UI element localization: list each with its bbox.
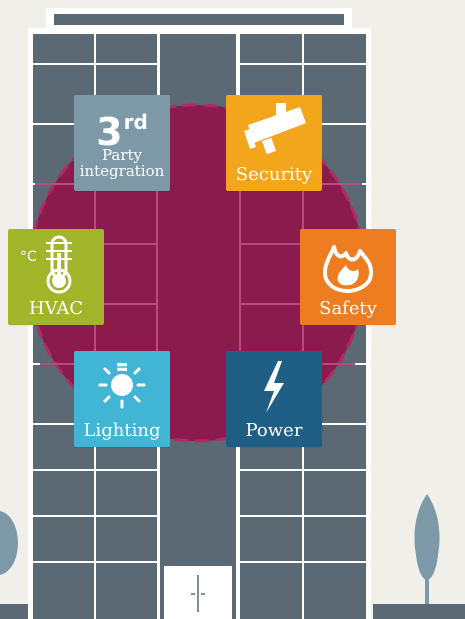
tile-safety[interactable]: Safety — [300, 229, 396, 325]
hvac-label: HVAC — [28, 298, 84, 319]
hvac-unit-label: °C — [20, 249, 37, 265]
tile-third-party-integration[interactable]: 3rd Party integration — [74, 95, 170, 191]
tree-right — [414, 494, 440, 604]
bush-left — [0, 511, 18, 575]
tile-power[interactable]: Power — [226, 351, 322, 447]
ground-left — [0, 604, 30, 619]
safety-label: Safety — [319, 298, 377, 319]
third-party-headline: 3rd — [96, 110, 148, 154]
light-bulb-icon — [98, 363, 146, 409]
third-party-label: Party integration — [79, 146, 165, 180]
tile-lighting[interactable]: Lighting — [74, 351, 170, 447]
thermometer-icon — [46, 235, 72, 294]
lightning-bolt-icon — [264, 361, 284, 413]
security-camera-icon — [244, 103, 306, 155]
ground-right — [373, 604, 465, 619]
fire-icon — [323, 245, 373, 293]
tile-security[interactable]: Security — [226, 95, 322, 191]
security-label: Security — [235, 164, 313, 185]
tile-hvac[interactable]: °C HVAC — [8, 229, 104, 325]
entrance-door — [164, 566, 232, 619]
power-label: Power — [245, 420, 303, 441]
lighting-label: Lighting — [83, 420, 161, 441]
